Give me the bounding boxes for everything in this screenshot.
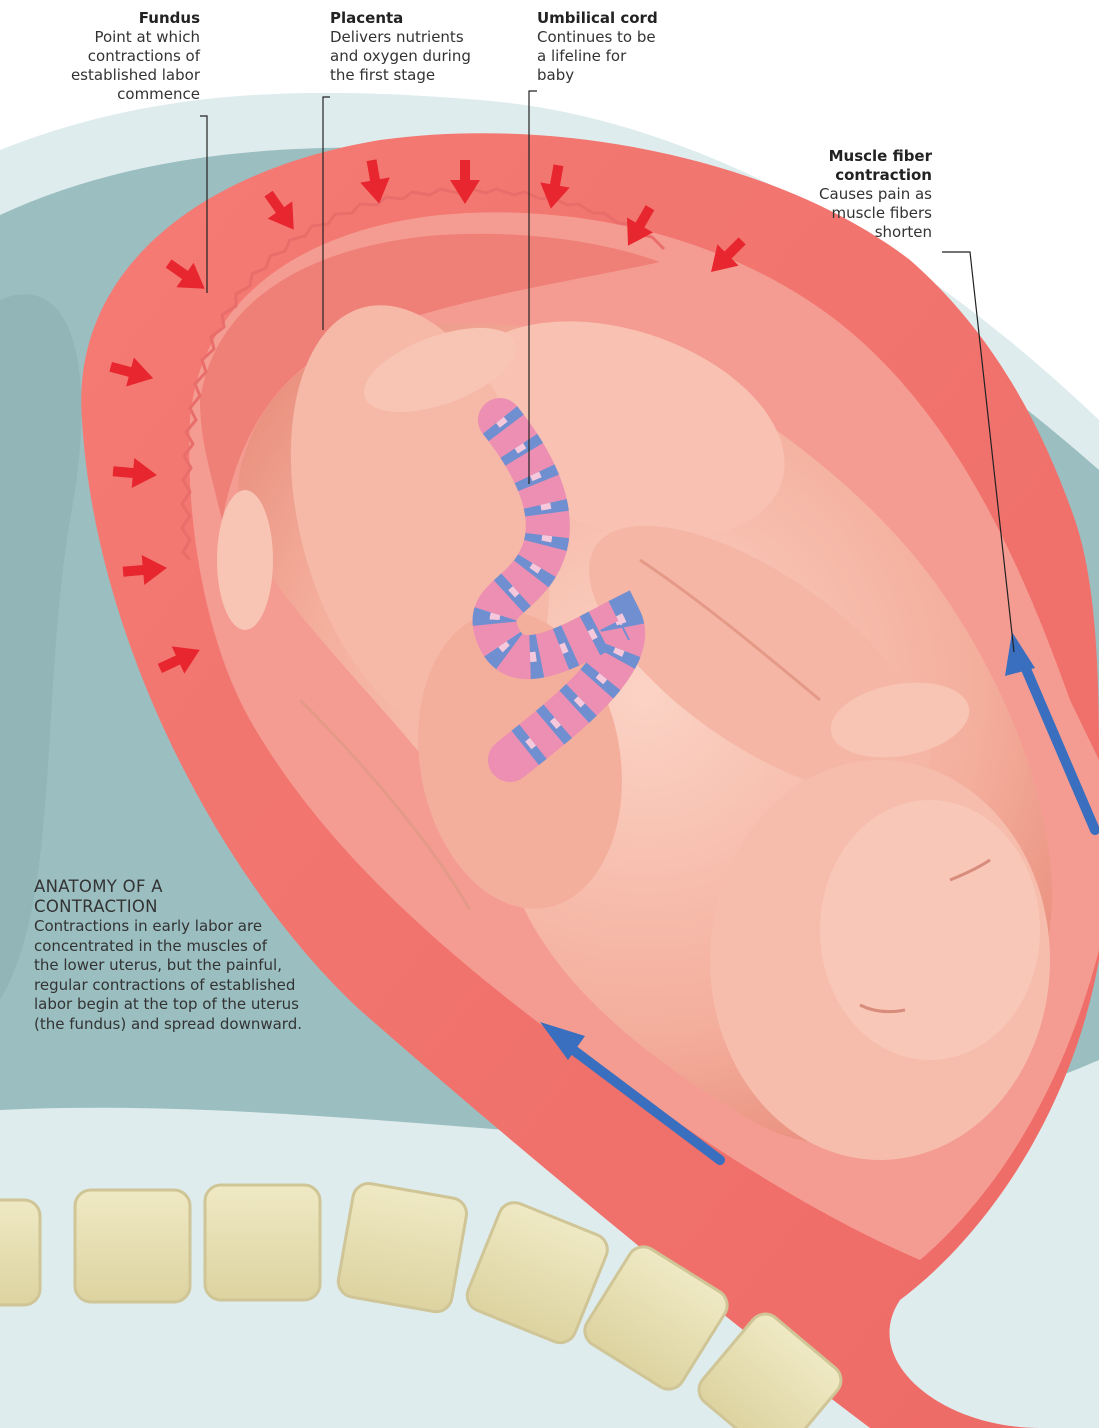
vertebra	[75, 1190, 190, 1302]
placenta-callout: Placenta Delivers nutrients and oxygen d…	[330, 9, 510, 85]
baby-foot	[217, 490, 273, 630]
vertebra	[0, 1200, 40, 1305]
baby-face-shade	[820, 800, 1040, 1060]
umbilical-cord-callout: Umbilical cord Continues to be a lifelin…	[537, 9, 697, 85]
fundus-title: Fundus	[20, 9, 200, 28]
umbilical-cord-description: Continues to be a lifeline for baby	[537, 28, 697, 85]
muscle-fiber-title: Muscle fiber contraction	[760, 147, 932, 185]
anatomy-caption: ANATOMY OF A CONTRACTION Contractions in…	[34, 877, 354, 1034]
anatomy-heading: ANATOMY OF A CONTRACTION	[34, 877, 354, 917]
fundus-callout: Fundus Point at which contractions of es…	[20, 9, 200, 104]
umbilical-cord-title: Umbilical cord	[537, 9, 697, 28]
placenta-title: Placenta	[330, 9, 510, 28]
placenta-description: Delivers nutrients and oxygen during the…	[330, 28, 510, 85]
fundus-description: Point at which contractions of establish…	[20, 28, 200, 104]
vertebra	[205, 1185, 320, 1300]
muscle-fiber-description: Causes pain as muscle fibers shorten	[760, 185, 932, 242]
vertebra	[336, 1181, 469, 1314]
anatomy-text: Contractions in early labor are concentr…	[34, 917, 354, 1034]
muscle-fiber-callout: Muscle fiber contraction Causes pain as …	[760, 147, 932, 242]
